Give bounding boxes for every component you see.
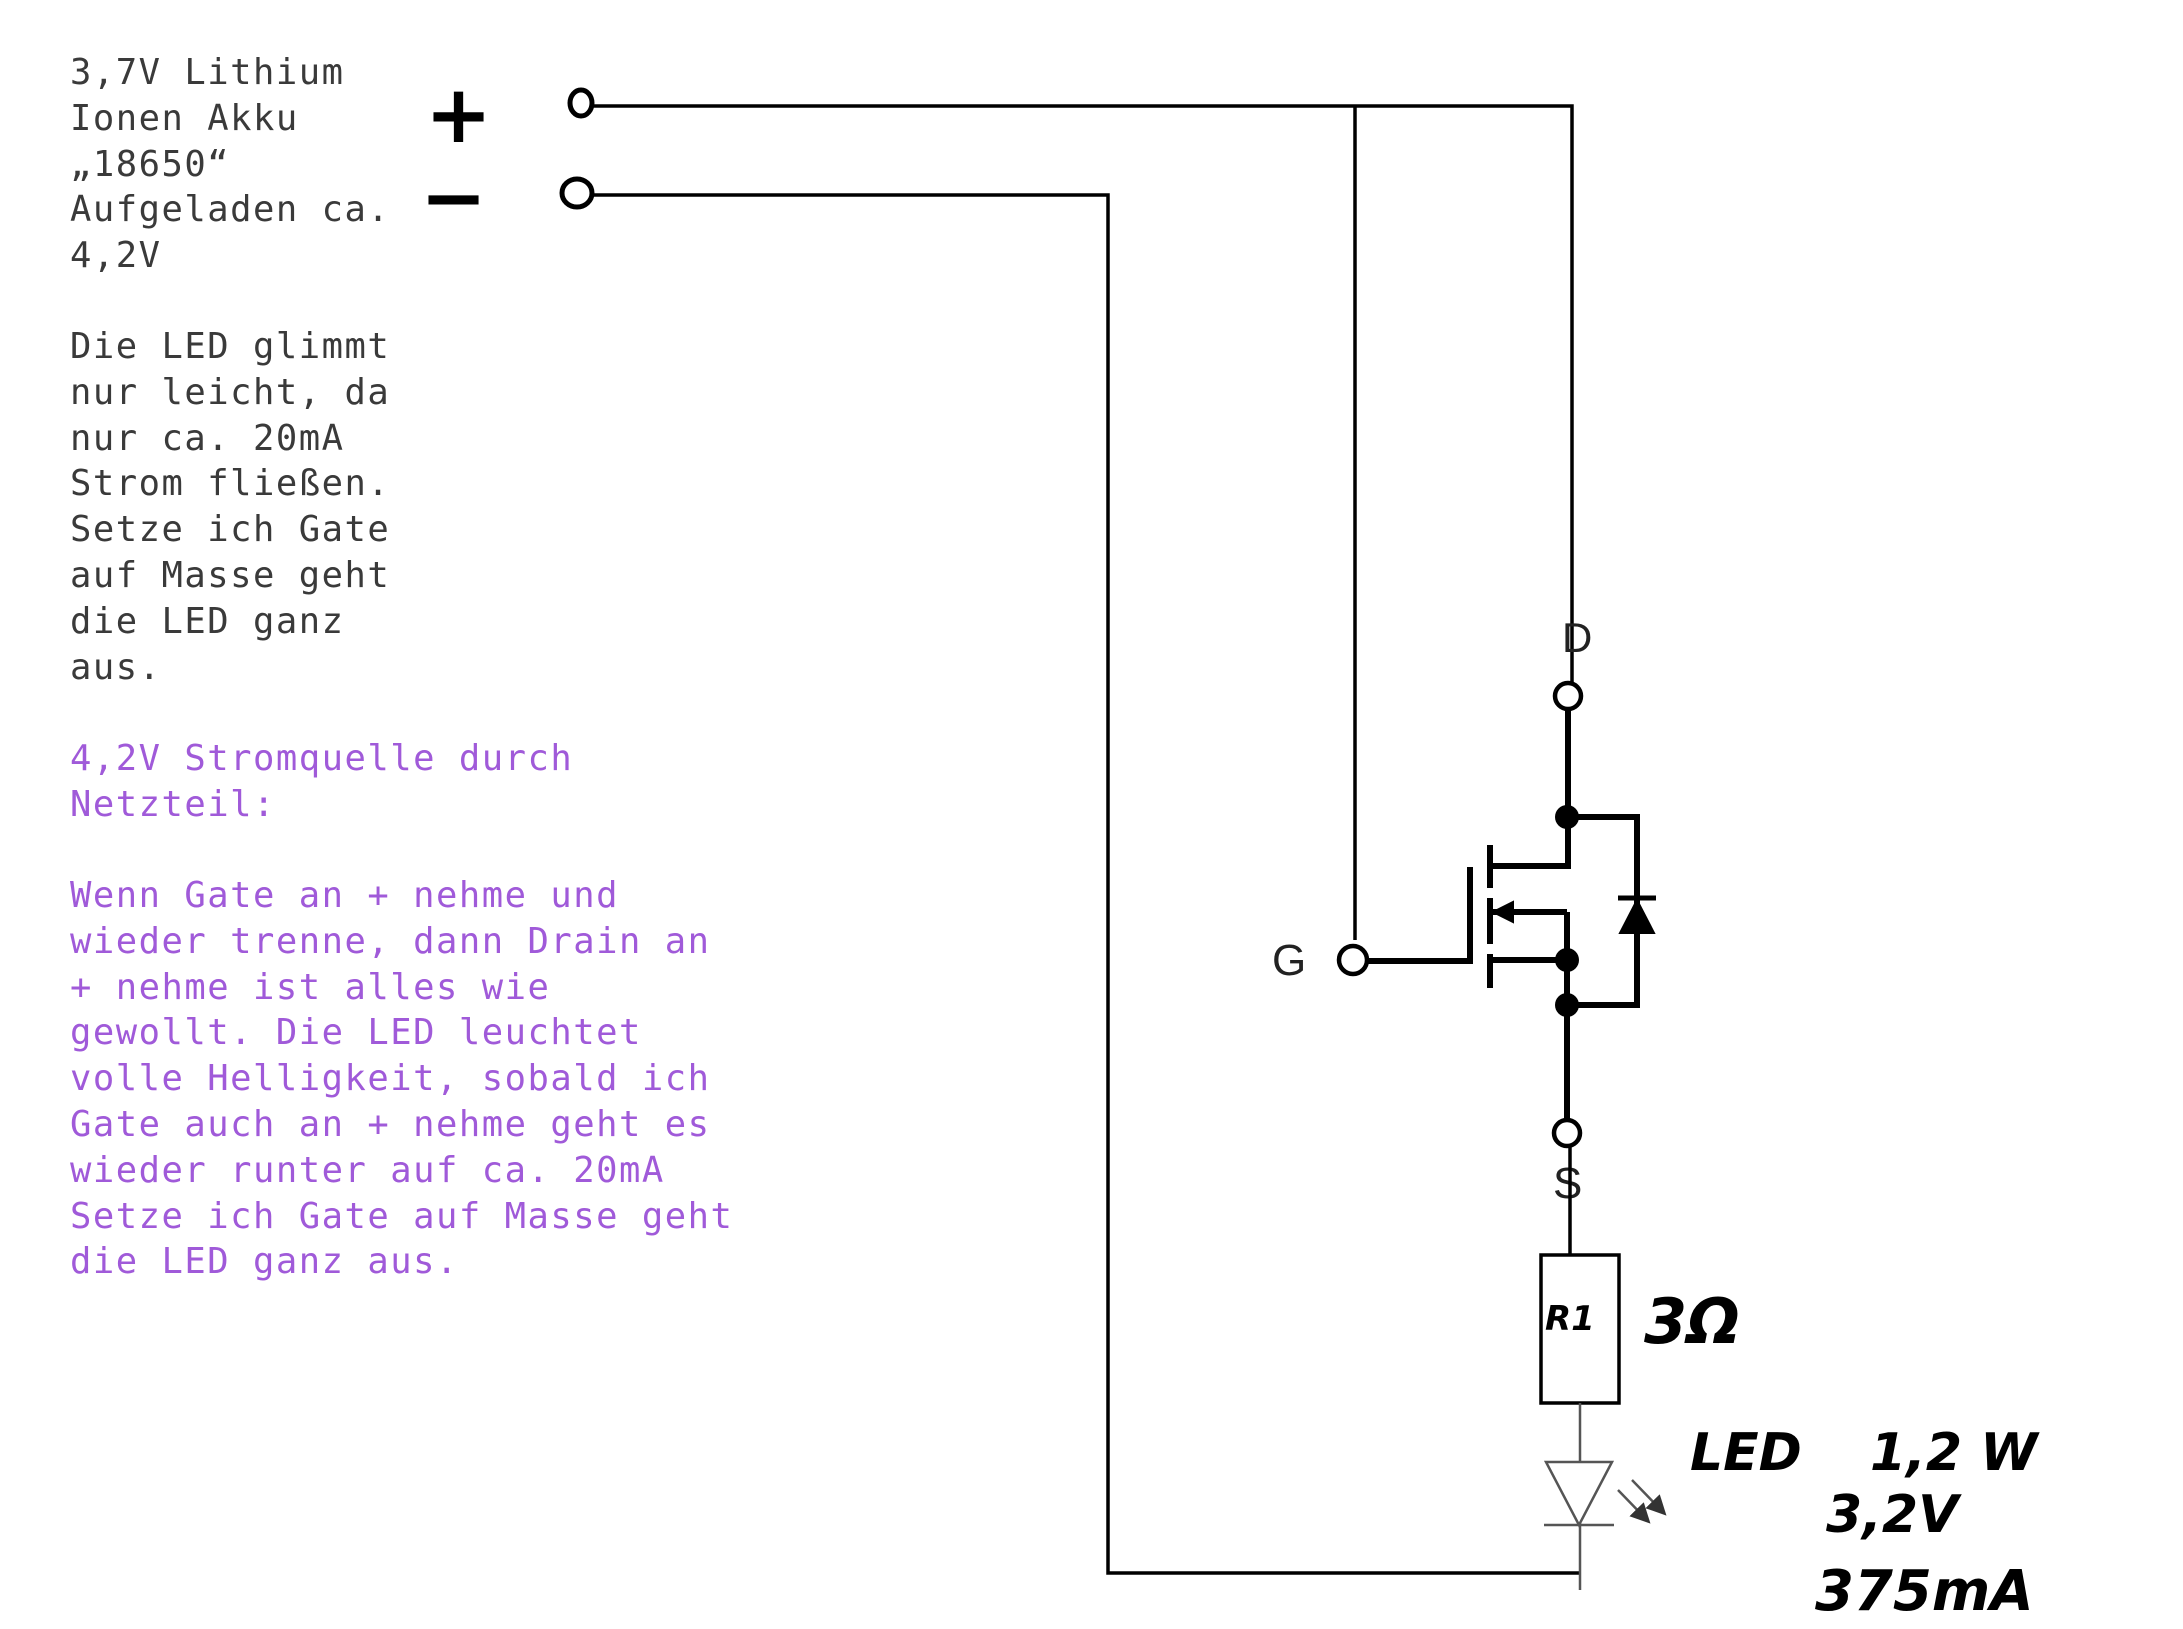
gate-pin-label: G (1272, 936, 1306, 985)
battery-note: 3,7V Lithium Ionen Akku „18650“ Aufgelad… (70, 52, 391, 277)
drain-pin-label: D (1562, 614, 1592, 661)
mosfet-symbol (1336, 680, 1656, 1149)
resistor-value-label: 3Ω (1644, 1285, 1740, 1358)
wires (592, 104, 1580, 1575)
source-pin-label: S (1553, 1159, 1582, 1208)
resistor-body (1539, 1253, 1621, 1405)
plus-terminal (567, 87, 595, 119)
plus-to-drain-wire (592, 104, 1574, 686)
led-glow-note: Die LED glimmt nur leicht, da nur ca. 20… (70, 326, 391, 688)
drain-pin (1552, 680, 1584, 712)
power-supply-note-title: 4,2V Stromquelle durch Netzteil: (70, 738, 574, 825)
led-symbol (1543, 1403, 1667, 1590)
minus-terminal-label: − (420, 151, 487, 244)
minus-terminal (559, 176, 595, 210)
led-power-label: 1,2 W (1870, 1423, 2040, 1483)
led-label: LED (1690, 1423, 1802, 1483)
minus-to-led-wire (592, 193, 1580, 1575)
led-current-label: 375mA (1815, 1559, 2034, 1624)
power-supply-note-body: Wenn Gate an + nehme und wieder trenne, … (70, 875, 734, 1283)
source-pin (1551, 1117, 1583, 1149)
plus-terminal-label: + (425, 68, 492, 161)
gate-pin (1336, 943, 1370, 977)
resistor-name-label: R1 (1545, 1299, 1595, 1339)
led-voltage-label: 3,2V (1826, 1485, 1962, 1545)
